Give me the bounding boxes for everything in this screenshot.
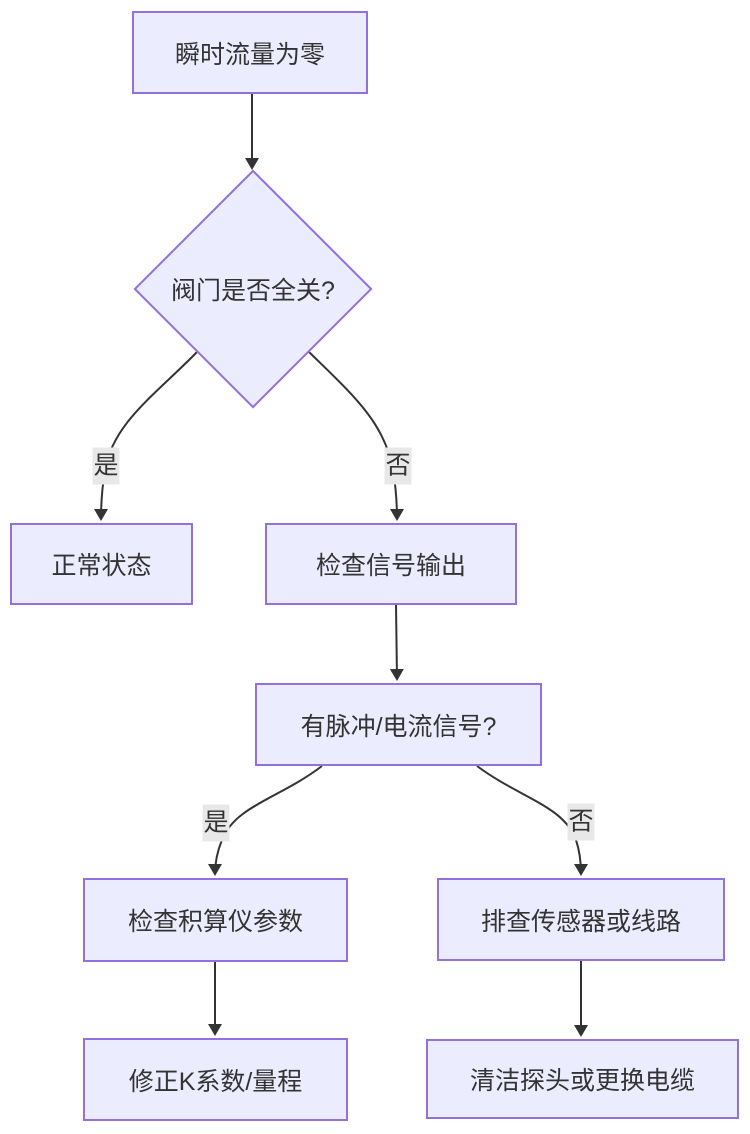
edge-label-yes-valve: 是 (92, 447, 120, 485)
node-label: 检查积算仪参数 (127, 908, 303, 936)
node-instant-flow-zero: 瞬时流量为零 (132, 11, 368, 94)
node-label: 检查信号输出 (315, 552, 466, 580)
edge-pulse-yes-to-totalizer (208, 765, 323, 876)
node-check-signal-output: 检查信号输出 (265, 523, 517, 605)
node-correct-kfactor-range: 修正K系数/量程 (83, 1038, 348, 1121)
node-label: 排查传感器或线路 (480, 907, 681, 936)
node-check-totalizer-params: 检查积算仪参数 (83, 878, 348, 962)
node-label: 有脉冲/电流信号? (300, 712, 497, 741)
edge-check-signal-to-pulse-question (389, 604, 404, 681)
node-label: 阀门是否全关? (133, 170, 373, 408)
node-normal-state: 正常状态 (10, 523, 193, 605)
node-clean-probe-replace-cable: 清洁探头或更换电缆 (426, 1039, 739, 1119)
edge-label-yes-pulse: 是 (202, 804, 230, 842)
node-label: 清洁探头或更换电缆 (469, 1067, 695, 1095)
node-label: 正常状态 (51, 552, 152, 580)
diamond-label-text: 阀门是否全关? (171, 277, 335, 305)
node-troubleshoot-sensor-wiring: 排查传感器或线路 (437, 878, 725, 961)
edge-pulse-no-to-sensor (476, 765, 588, 876)
node-pulse-current-signal-question: 有脉冲/电流信号? (255, 683, 542, 766)
edge-label-no-pulse: 否 (567, 803, 595, 841)
node-valve-fully-closed: 阀门是否全关? (133, 169, 373, 409)
node-label: 瞬时流量为零 (174, 40, 325, 69)
edge-label-no-valve: 否 (384, 447, 412, 485)
node-label: 修正K系数/量程 (128, 1067, 303, 1096)
